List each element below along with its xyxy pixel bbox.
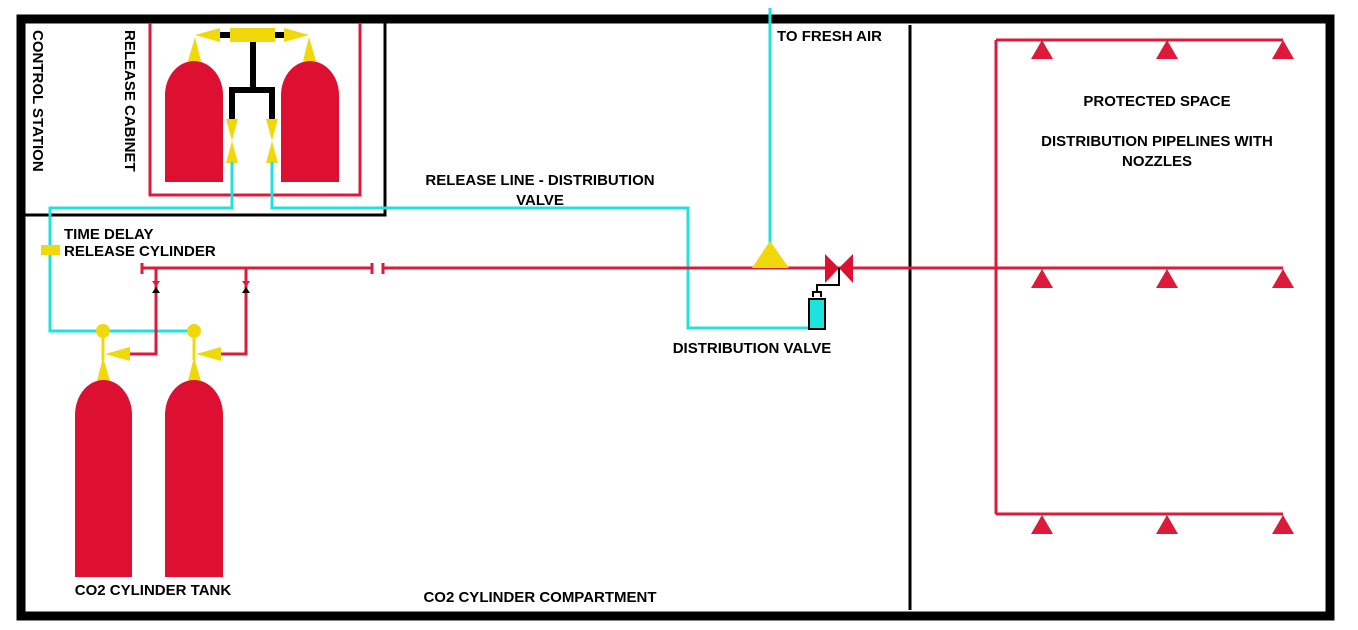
pilot-cylinder-left: [165, 61, 223, 182]
pilot-valve-right-icon: [266, 119, 278, 163]
distribution-pipelines-label-1: DISTRIBUTION PIPELINES WITH: [1041, 133, 1273, 150]
time-delay-cylinder-icon: [41, 245, 60, 255]
cabinet-pipe-left: [229, 42, 256, 120]
nozzle-icon: [1156, 269, 1178, 288]
nozzle-icon: [1031, 269, 1053, 288]
pilot-cylinder-right: [281, 61, 339, 182]
outer-frame: [16, 14, 1335, 621]
check-valve-1-icon: [152, 281, 160, 287]
cylinder-head-1-icon: [97, 357, 110, 381]
nozzle-icon: [1031, 40, 1053, 59]
nozzle-icon: [1272, 40, 1294, 59]
distribution-valve-right-icon: [839, 254, 853, 283]
co2-cylinder-1: [75, 380, 132, 577]
to-fresh-air-label: TO FRESH AIR: [777, 28, 882, 45]
cabinet-release-head: [230, 28, 275, 42]
valve-actuator-cylinder: [808, 298, 826, 330]
distribution-valve-left-icon: [825, 254, 839, 283]
cabinet-valve-left-icon: [195, 28, 220, 42]
valve-actuator-fork: [812, 291, 822, 297]
cabinet-nozzle-right-icon: [303, 37, 316, 61]
control-station-label: CONTROL STATION: [29, 30, 46, 172]
fresh-air-vent-icon: [752, 241, 789, 268]
cabinet-nozzle-left-icon: [188, 37, 201, 61]
nozzles: [1031, 40, 1294, 534]
nozzle-icon: [1156, 40, 1178, 59]
co2-cylinder-tank-label: CO2 CYLINDER TANK: [75, 582, 232, 599]
time-delay-label-2: RELEASE CYLINDER: [64, 243, 216, 260]
co2-cylinder-compartment-label: CO2 CYLINDER COMPARTMENT: [423, 589, 656, 606]
cylinder-actuator-2-icon: [187, 324, 201, 338]
release-line-label-1: RELEASE LINE - DISTRIBUTION: [425, 172, 654, 189]
cylinder-actuator-1-icon: [96, 324, 110, 338]
release-lines: [48, 8, 808, 333]
cylinder-pilot-arrow-2-icon: [196, 347, 221, 361]
pilot-valve-left-icon: [226, 119, 238, 163]
check-valve-1b-icon: [152, 287, 160, 293]
release-cabinet-label: RELEASE CABINET: [121, 30, 138, 172]
cabinet-valve-right-icon: [284, 28, 309, 42]
distribution-valve-label: DISTRIBUTION VALVE: [673, 340, 832, 357]
nozzle-icon: [1272, 269, 1294, 288]
cylinder-head-2-icon: [188, 357, 201, 381]
cabinet-pipe-right: [253, 87, 275, 120]
control-station-box: [25, 23, 387, 217]
time-delay-label-1: TIME DELAY: [64, 226, 153, 243]
release-line-label-2: VALVE: [516, 192, 564, 209]
check-valve-2-icon: [242, 281, 250, 287]
cylinder-pilot-arrow-1-icon: [105, 347, 130, 361]
distribution-pipelines-label-2: NOZZLES: [1122, 153, 1192, 170]
nozzle-icon: [1031, 515, 1053, 534]
co2-cylinder-2: [165, 380, 223, 577]
nozzle-icon: [1272, 515, 1294, 534]
valve-actuator-link: [816, 268, 840, 292]
protected-space-label: PROTECTED SPACE: [1083, 93, 1230, 110]
check-valve-2b-icon: [242, 287, 250, 293]
nozzle-icon: [1156, 515, 1178, 534]
release-cabinet-box: [148, 23, 362, 197]
